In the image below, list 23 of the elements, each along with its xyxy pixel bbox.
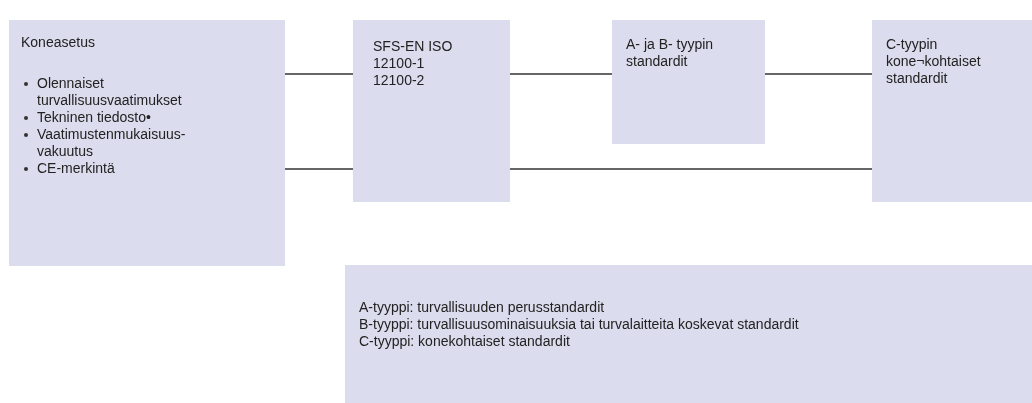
list-item: Olennaiset turvallisuusvaatimukset (21, 75, 227, 109)
box-text: SFS-EN ISO (373, 38, 454, 55)
text-box (872, 20, 1032, 202)
connector-line (764, 73, 873, 75)
box-text: 12100-2 (373, 72, 426, 89)
connector-line (284, 168, 354, 170)
connector-line (284, 73, 354, 75)
list-item: Tekninen tiedosto• (21, 109, 227, 126)
text-box (612, 20, 765, 144)
box-text: C-tyyppi: konekohtaiset standardit (359, 333, 571, 350)
connector-line (509, 73, 613, 75)
text-box (353, 20, 510, 202)
list-item: CE-merkintä (21, 160, 227, 177)
connector-line (509, 168, 873, 170)
box-text: A- ja B- tyypin standardit (626, 36, 715, 70)
list-item: Vaatimustenmukaisuus-vakuutus (21, 126, 227, 160)
box-text: 12100-1 (373, 55, 426, 72)
text-box (9, 20, 285, 266)
box-text: C-tyypin kone¬kohtaiset standardit (886, 36, 982, 87)
box-text: B-tyyppi: turvallisuusominaisuuksia tai turvalaitteita koskevat standardit (359, 316, 800, 333)
box-text: A-tyyppi: turvallisuuden perusstandardit (359, 299, 606, 316)
text-box (345, 265, 1032, 403)
box-heading: Koneasetus (21, 34, 96, 51)
